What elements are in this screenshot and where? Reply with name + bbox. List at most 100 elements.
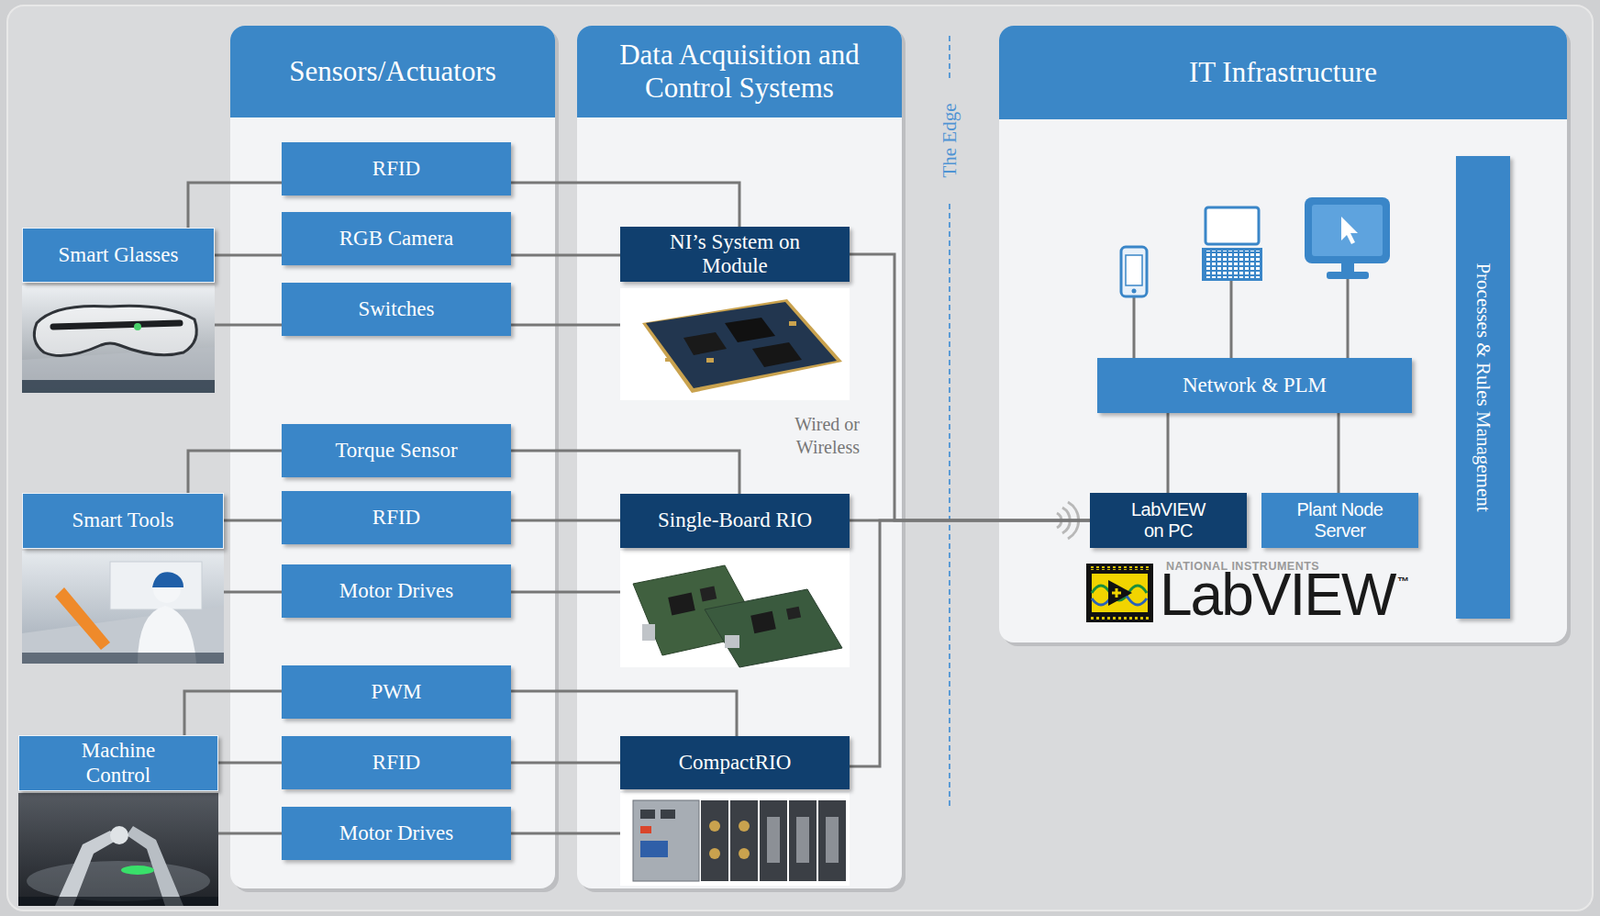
side-bar: Processes & Rules Management [1455,155,1511,619]
compactrio-photo [818,800,846,881]
system-on-module-photo [620,288,850,400]
title-box: Smart Glasses [22,227,215,283]
machine-control-photo [18,792,219,906]
connector-line [511,323,621,327]
monitor-icon [1311,204,1383,256]
connector-line [1166,412,1170,493]
label-text: RFID [372,750,421,775]
process-box: RGB Camera [281,211,512,266]
monitor-icon [1341,216,1358,245]
smart-tools-photo [110,561,202,610]
label-text: Processes & Rules Management [1471,262,1494,512]
label-text: RFID [372,156,421,181]
labview-logo-icon [1111,588,1122,598]
connector-line [849,519,1090,523]
label-text: Motor Drives [339,821,455,845]
process-box: Motor Drives [281,806,512,860]
smart-tools-photo [152,571,184,588]
connector-line [188,450,282,493]
smart-glasses-photo [22,285,215,393]
smart-glasses-photo [22,285,215,393]
panel-body [230,25,556,889]
device-wire [1133,278,1348,360]
edge-boundary-line [948,203,951,807]
connector-line [223,590,282,594]
laptop-icon [1201,247,1263,281]
connector-line [511,590,621,594]
system-on-module-photo [620,288,850,400]
label-text: LabVIEW on PC [1124,499,1212,542]
compactrio-photo [700,800,729,881]
compactrio-photo [738,847,750,859]
connector-line [511,690,737,736]
label-text: Machine Control [58,738,178,788]
single-board-rio-photo [786,606,801,621]
smart-tools-photo [22,550,224,664]
title-box: NI’s System on Module [620,226,850,282]
process-box: Switches [281,282,512,336]
label-text: CompactRIO [678,750,792,775]
single-board-rio-photo [724,634,740,648]
compactrio-photo [766,816,780,863]
process-box: Plant Node Server [1261,492,1419,548]
annotation-label: LabVIEW [1159,565,1395,624]
compactrio-photo [640,840,668,857]
wireless-symbol [1067,501,1079,539]
machine-control-photo [18,896,219,906]
label-text: RFID [372,505,421,530]
device-wire [1230,280,1234,360]
smart-tools-photo [22,605,224,664]
panel-region: Sensors/ActuatorsRFIDRGB CameraSwitchesT… [230,25,556,889]
machine-control-photo [55,830,118,906]
system-on-module-photo [788,321,797,326]
connector-line [218,761,282,765]
phone-icon [1121,246,1147,297]
system-on-module-photo [683,332,727,356]
title-box: CompactRIO [620,735,850,789]
panel-header: Data Acquisition and Control Systems [577,25,902,118]
panel-region: IT InfrastructureNetwork & PLM LabVIEW on… [999,25,1567,643]
system-on-module-photo [645,301,837,389]
single-board-rio-photo [620,550,850,667]
compactrio-photo [730,800,758,881]
process-box: RFID [281,142,512,196]
process-box: Torque Sensor [281,423,512,478]
label-text: Plant Node Server [1285,499,1396,542]
smart-tools-photo [22,652,224,664]
smart-tools-photo [22,550,224,664]
system-on-module-photo [642,299,843,393]
label-text: Torque Sensor [334,438,457,463]
monitor-icon [1304,197,1390,279]
title-box: Single-Board RIO [620,493,850,548]
connector-line [214,323,282,327]
device-group: NI’s System on Module [620,226,850,400]
connector-line [511,182,740,227]
single-board-rio-photo [700,585,718,601]
compactrio-photo [709,847,721,859]
panel-body [577,25,902,889]
phone-icon [1125,255,1143,286]
compactrio-photo [825,816,839,863]
phone-icon [1132,288,1137,294]
labview-logo-icon [1088,615,1152,620]
compactrio-photo [709,820,721,832]
connector-line [223,519,282,523]
smart-tools-photo [55,587,111,650]
panel-header: IT Infrastructure [999,25,1567,120]
single-board-rio-photo [620,550,850,667]
connector-line [511,254,621,257]
laptop-icon [1201,207,1263,281]
label-text: Network & PLM [1182,373,1327,398]
connector-line [214,254,282,257]
connector-line [218,832,282,835]
connector-line [849,520,1090,767]
connector-line [849,254,1090,521]
annotation-label: ™ [1397,574,1410,589]
process-box: Network & PLM [1097,357,1412,413]
background [7,5,1593,911]
compactrio-photo [620,792,850,886]
label-text: RGB Camera [339,226,455,251]
